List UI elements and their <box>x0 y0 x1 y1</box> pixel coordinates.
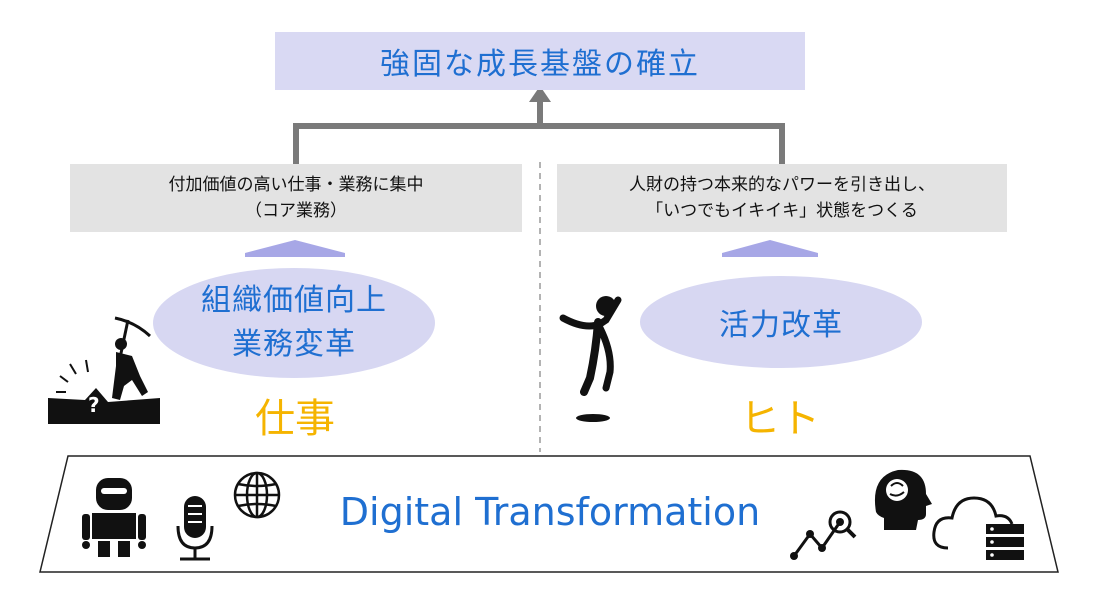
connector-bracket <box>293 100 785 164</box>
people-outcome-line2: 「いつでもイキイキ」状態をつくる <box>646 201 918 221</box>
work-reform-ellipse: 組織価値向上 業務変革 <box>153 268 435 378</box>
microphone-icon <box>176 496 214 561</box>
globe-icon <box>233 471 281 519</box>
work-outcome-box: 付加価値の高い仕事・業務に集中 （コア業務） <box>70 164 522 232</box>
work-label: 仕事 <box>255 396 335 442</box>
up-arrow-left-stem <box>245 253 345 257</box>
goal-box: 強固な成長基盤の確立 <box>275 32 805 90</box>
up-arrow-right <box>722 240 818 253</box>
jumping-person-icon <box>559 296 622 422</box>
brain-head-icon <box>874 469 932 530</box>
svg-text:?: ? <box>88 393 100 417</box>
goal-title: 強固な成長基盤の確立 <box>380 47 700 82</box>
cloud-server-icon <box>932 496 1024 560</box>
digital-transformation-label: Digital Transformation <box>339 490 761 534</box>
robot-icon <box>82 478 146 557</box>
analytics-icon <box>790 510 857 560</box>
work-reform-line2: 業務変革 <box>232 327 356 362</box>
work-reform-line1: 組織価値向上 <box>201 283 387 318</box>
digging-worker-icon: ? <box>48 316 160 424</box>
up-arrow-top <box>529 86 551 102</box>
work-outcome-line2: （コア業務） <box>245 201 347 221</box>
vitality-reform-ellipse: 活力改革 <box>640 276 922 368</box>
vitality-reform-label: 活力改革 <box>719 308 843 343</box>
work-outcome-line1: 付加価値の高い仕事・業務に集中 <box>168 175 424 195</box>
people-outcome-box: 人財の持つ本来的なパワーを引き出し、 「いつでもイキイキ」状態をつくる <box>557 164 1007 232</box>
up-arrow-left <box>245 240 345 253</box>
people-outcome-line1: 人財の持つ本来的なパワーを引き出し、 <box>629 175 935 195</box>
up-arrow-right-stem <box>722 253 818 257</box>
people-label: ヒト <box>740 396 820 442</box>
